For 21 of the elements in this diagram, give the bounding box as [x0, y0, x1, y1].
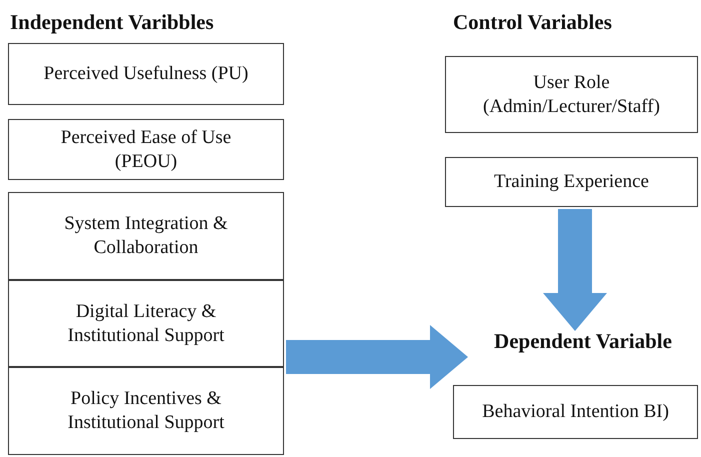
variable-label: Training Experience — [494, 170, 649, 194]
block-arrow — [286, 325, 468, 389]
variable-label: System Integration & Collaboration — [63, 212, 229, 260]
variable-label: Policy Incentives & Institutional Support — [66, 387, 226, 435]
column-heading: Control Variables — [453, 10, 612, 35]
variable-label: Behavioral Intention BI) — [482, 400, 669, 424]
variable-box — [8, 43, 284, 105]
variable-box — [445, 56, 698, 133]
variable-box — [453, 385, 698, 439]
variable-box — [8, 192, 284, 280]
variable-label: User Role (Admin/Lecturer/Staff) — [482, 70, 661, 118]
variable-label: Digital Literacy & Institutional Support — [66, 300, 226, 348]
variable-label: Perceived Ease of Use (PEOU) — [60, 126, 232, 174]
block-arrow — [543, 209, 607, 331]
section-heading: Dependent Variable — [494, 329, 672, 355]
variable-box — [8, 119, 284, 180]
variable-box — [445, 157, 698, 207]
variable-label: Perceived Usefulness (PU) — [44, 62, 248, 86]
variable-box — [8, 280, 284, 367]
variable-box — [8, 367, 284, 455]
column-heading: Independent Varibbles — [10, 10, 214, 35]
